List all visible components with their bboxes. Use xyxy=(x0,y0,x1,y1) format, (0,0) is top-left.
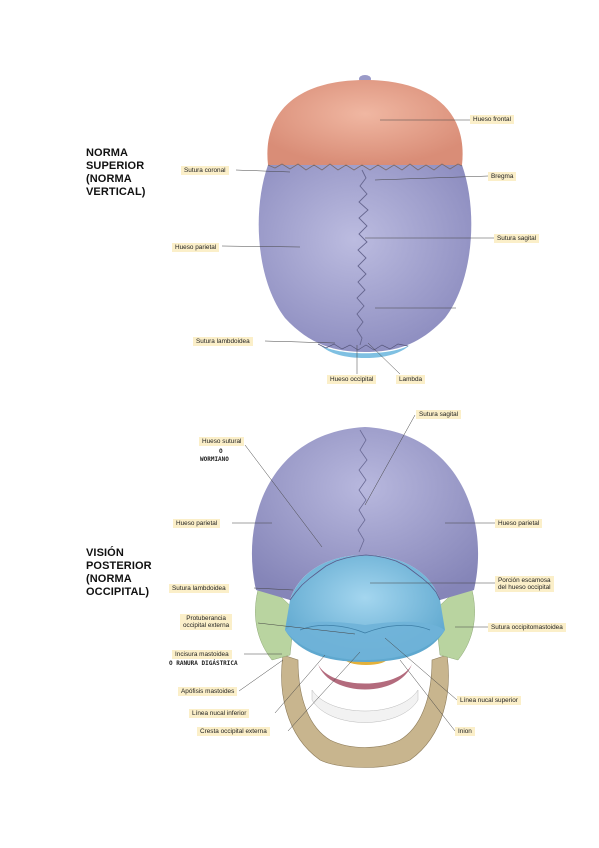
mandible xyxy=(281,654,449,768)
label-porcion-escamosa: Porción escamosa del hueso occipital xyxy=(495,576,554,593)
superior-skull xyxy=(258,75,472,358)
label-inion: Inion xyxy=(455,727,475,737)
label-hueso-occipital: Hueso occipital xyxy=(327,375,377,385)
nuchal-lines xyxy=(299,624,431,634)
label-lambda: Lambda xyxy=(396,375,426,385)
label-linea-nucal-superior: Línea nucal superior xyxy=(457,696,521,706)
label-hueso-parietal: Hueso parietal xyxy=(172,243,220,253)
superior-leader-lines xyxy=(221,119,494,375)
heading-posterior: VISIÓN POSTERIOR (NORMA OCCIPITAL) xyxy=(86,547,152,598)
label-hueso-parietal-right: Hueso parietal xyxy=(495,519,543,529)
label-sutura-lambdoidea: Sutura lambdoidea xyxy=(193,337,253,347)
occipital-bone-top xyxy=(320,345,410,358)
frontal-bone xyxy=(267,80,463,165)
note-wormiano: WORMIANO xyxy=(200,456,229,463)
sagittal-suture xyxy=(356,169,369,346)
posterior-skull xyxy=(251,427,479,768)
label-linea-nucal-inferior: Línea nucal inferior xyxy=(189,709,250,719)
label-sutura-sagital: Sutura sagital xyxy=(494,234,540,244)
heading-superior: NORMA SUPERIOR (NORMA VERTICAL) xyxy=(86,147,146,198)
teeth xyxy=(311,689,419,723)
note-o: O xyxy=(219,448,223,455)
label-cresta-occipital: Cresta occipital externa xyxy=(197,727,270,737)
occipital-lower xyxy=(285,621,445,660)
label-sutura-occipitomastoidea: Sutura occipitomastoidea xyxy=(488,623,566,633)
label-bregma: Bregma xyxy=(488,172,517,182)
parietal-posterior xyxy=(251,427,479,600)
label-apofisis-mastoides: Apófisis mastoides xyxy=(178,687,238,697)
lambdoid-suture-posterior xyxy=(289,554,441,601)
posterior-leader-lines xyxy=(232,414,495,732)
label-protuberancia: Protuberancia occipital externa xyxy=(180,614,233,631)
coronal-suture xyxy=(267,163,463,171)
palate xyxy=(318,664,412,690)
label-sutura-lambdoidea-posterior: Sutura lambdoidea xyxy=(169,584,229,594)
lambdoid-suture xyxy=(317,343,409,351)
label-incisura-mastoidea: Incisura mastoidea xyxy=(172,650,232,660)
label-hueso-frontal: Hueso frontal xyxy=(470,115,515,125)
sagittal-suture-posterior xyxy=(357,429,368,553)
label-hueso-sutural: Hueso sutural xyxy=(199,437,245,447)
label-sutura-sagital-posterior: Sutura sagital xyxy=(416,410,462,420)
note-ranura-digastrica: O RANURA DIGÁSTRICA xyxy=(169,660,238,667)
label-hueso-parietal-left: Hueso parietal xyxy=(173,519,221,529)
label-sutura-coronal: Sutura coronal xyxy=(181,166,229,176)
